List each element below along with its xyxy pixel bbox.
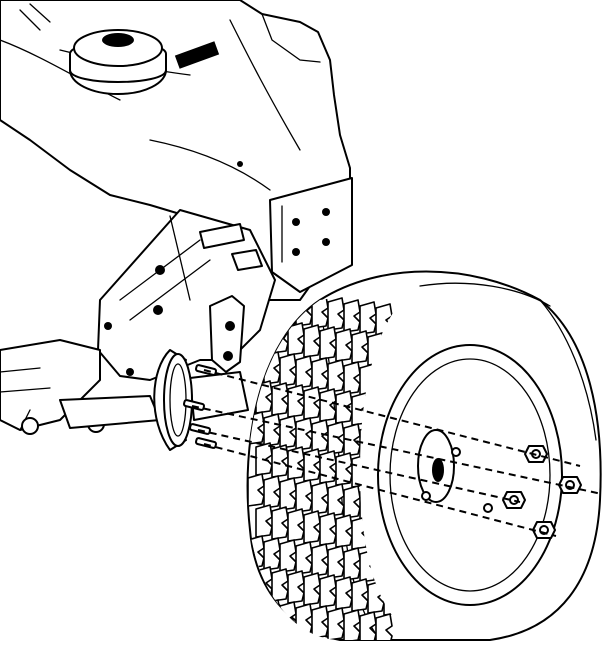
tread-lug — [359, 611, 377, 640]
wheel-studs — [182, 364, 218, 449]
tread-lug — [263, 599, 281, 633]
alignment-lines — [191, 369, 603, 537]
chassis — [0, 209, 276, 435]
frame-plate — [237, 161, 353, 293]
wheel-rim — [377, 344, 563, 606]
tread-lug — [247, 473, 265, 507]
lug-nuts — [502, 445, 582, 539]
tread-lug — [343, 609, 361, 640]
tread-lug — [247, 597, 265, 631]
fuel-tank-cap — [69, 29, 220, 95]
tread-lug — [375, 613, 393, 640]
tread-lug — [247, 349, 265, 383]
